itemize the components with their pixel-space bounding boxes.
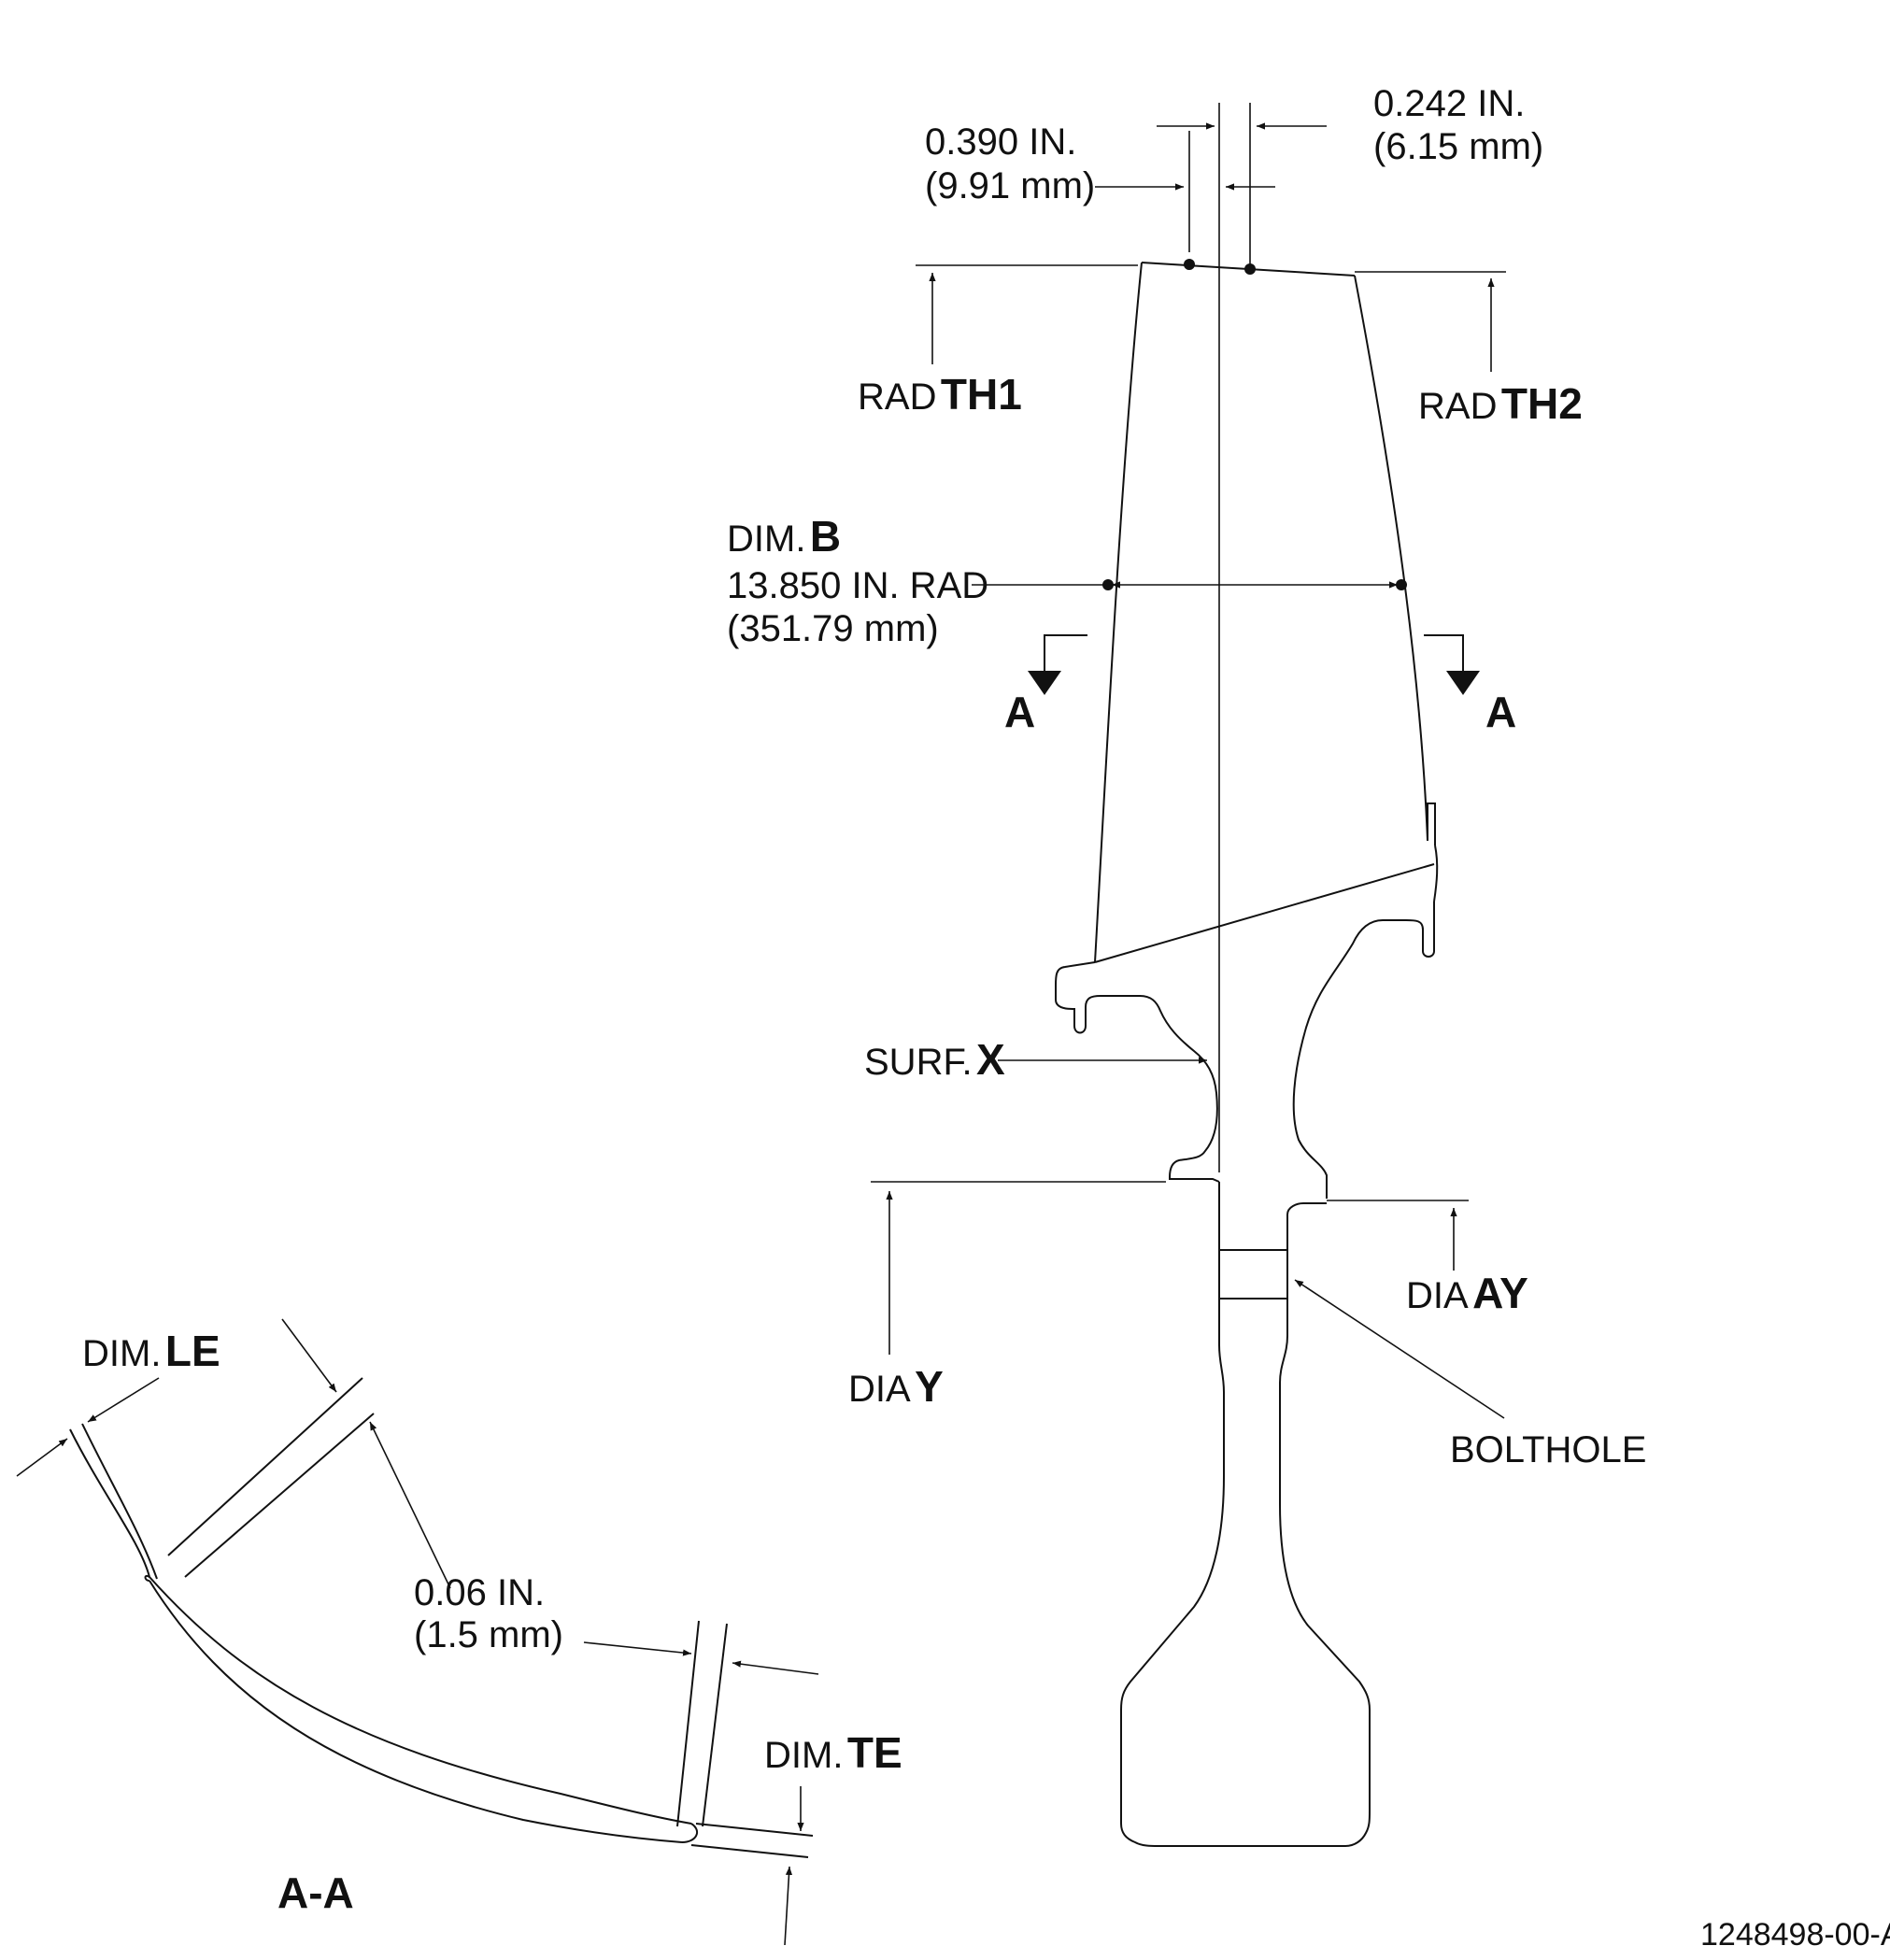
section-a-a xyxy=(16,1318,819,1946)
label-rad-th1: RAD TH1 xyxy=(858,370,1022,419)
label-section-a-a: A-A xyxy=(277,1868,354,1917)
label-le-in: 0.06 IN. xyxy=(414,1572,545,1613)
le-extension-inner xyxy=(81,1423,158,1580)
te-thickness-line-1 xyxy=(676,1620,700,1827)
dim-le-arrow-upper xyxy=(87,1377,160,1423)
label-rad-th2: RAD TH2 xyxy=(1418,379,1583,428)
thickness-arrow-bottom xyxy=(369,1421,451,1589)
label-dim-b: DIM. B xyxy=(727,512,841,561)
airfoil-upper-surface xyxy=(149,1576,692,1825)
root-right xyxy=(1158,1202,1371,1847)
label-dia-ay: DIA AY xyxy=(1406,1269,1528,1317)
root-left xyxy=(1120,1182,1225,1847)
label-0242-mm: (6.15 mm) xyxy=(1373,126,1543,167)
section-marker-right xyxy=(1424,634,1480,695)
trailing-edge xyxy=(1354,275,1428,842)
le-extension-outer xyxy=(69,1428,150,1578)
section-label-left: A xyxy=(1004,688,1035,736)
trailing-edge-step xyxy=(1427,802,1436,845)
tip-point-th2 xyxy=(1244,263,1256,275)
label-le-mm: (1.5 mm) xyxy=(414,1614,563,1655)
bolthole-leader xyxy=(1294,1279,1505,1419)
dim-te-arrow-lower xyxy=(784,1866,793,1946)
thickness-line-1 xyxy=(167,1377,363,1556)
thickness-line-2 xyxy=(184,1413,375,1578)
drawing-number: 1248498-00-A xyxy=(1700,1917,1890,1953)
dim-b-right-point xyxy=(1396,579,1407,590)
dim-le-arrow-lower xyxy=(16,1438,68,1477)
label-0390-in: 0.390 IN. xyxy=(925,121,1076,163)
airfoil-trailing-edge xyxy=(681,1823,699,1843)
label-bolthole: BOLTHOLE xyxy=(1450,1429,1646,1470)
label-dim-le: DIM. LE xyxy=(82,1327,220,1375)
label-dim-te: DIM. TE xyxy=(764,1728,902,1777)
dim-b xyxy=(972,579,1407,590)
platform-right-shank xyxy=(1292,902,1435,1199)
blade-outline xyxy=(1055,103,1439,1847)
airfoil-leading-edge xyxy=(144,1574,150,1582)
tip-point-th1 xyxy=(1184,259,1195,270)
te-extension-lower xyxy=(690,1844,809,1858)
te-extension-upper xyxy=(695,1823,814,1837)
platform-right-edge xyxy=(1433,845,1439,902)
bolthole-shape xyxy=(1218,1249,1288,1300)
thickness-arrow-top xyxy=(281,1318,337,1393)
te-thickness-line-2 xyxy=(702,1623,728,1827)
label-0242-in: 0.242 IN. xyxy=(1373,83,1525,124)
platform-line xyxy=(1094,863,1435,963)
label-dim-b-in: 13.850 IN. RAD xyxy=(727,565,988,606)
section-marker-left xyxy=(1028,634,1087,695)
tip-dimensions xyxy=(916,122,1506,372)
dim-b-left-point xyxy=(1102,579,1114,590)
le-thickness-arrow-left xyxy=(583,1641,692,1656)
section-label-right: A xyxy=(1485,688,1516,736)
platform-left-shank xyxy=(1055,961,1220,1183)
leading-edge xyxy=(1094,262,1143,963)
label-dim-b-mm: (351.79 mm) xyxy=(727,608,939,649)
label-dia-y: DIA Y xyxy=(848,1362,944,1411)
label-surf-x: SURF. X xyxy=(864,1035,1005,1084)
label-0390-mm: (9.91 mm) xyxy=(925,165,1095,206)
le-thickness-arrow-right xyxy=(732,1660,819,1675)
airfoil-lower-surface xyxy=(149,1580,683,1843)
